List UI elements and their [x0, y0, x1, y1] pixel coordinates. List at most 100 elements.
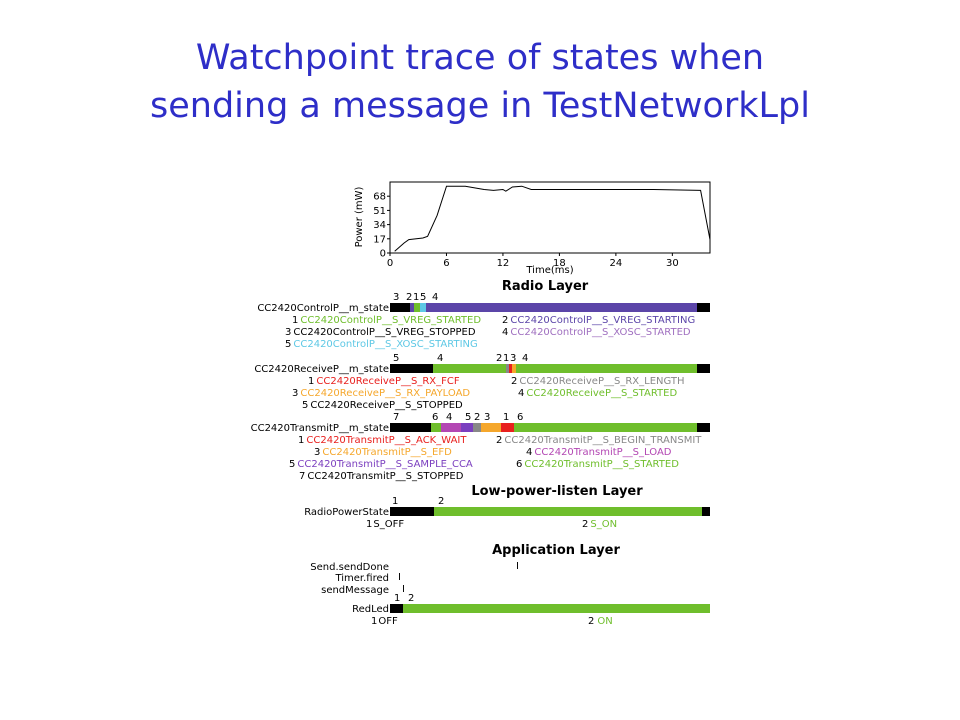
x-tick-label: 12 — [497, 258, 510, 269]
control-seg-xosc-started — [426, 303, 697, 312]
receive-mark-1: 1 — [503, 353, 509, 364]
receive-mark-2: 2 — [496, 353, 502, 364]
radio-power-state-label: RadioPowerState — [304, 507, 389, 518]
transmit-mark-5: 5 — [465, 412, 471, 423]
led-seg-off — [390, 604, 403, 613]
y-tick-label: 68 — [373, 192, 386, 203]
transmit-seg-started-1 — [431, 423, 441, 432]
send-done-label: Send.sendDone — [310, 562, 389, 573]
red-led-label: RedLed — [352, 604, 389, 615]
transmit-seg-stopped — [390, 423, 431, 432]
transmit-seg-begin — [473, 423, 481, 432]
transmit-mark-1: 1 — [503, 412, 509, 423]
control-mark-4: 4 — [432, 292, 438, 303]
transmit-seg-ack-wait — [501, 423, 514, 432]
power-seg-end — [702, 507, 710, 516]
send-message-tick: I — [402, 584, 405, 595]
transmit-seg-load — [441, 423, 461, 432]
control-seg-started — [414, 303, 420, 312]
app-layer-heading: Application Layer — [492, 543, 620, 558]
power-y-axis-label: Power (mW) — [354, 186, 365, 247]
lpl-layer-heading: Low-power-listen Layer — [471, 484, 643, 499]
transmit-mark-2: 2 — [474, 412, 480, 423]
receive-state-label: CC2420ReceiveP__m_state — [254, 364, 389, 375]
control-mark-2: 2 — [406, 292, 412, 303]
power-mark-2: 2 — [438, 496, 444, 507]
transmit-mark-7: 7 — [393, 412, 399, 423]
power-x-axis-label: Time(ms) — [525, 265, 573, 276]
receive-seg-started-1 — [433, 364, 506, 373]
transmit-state-label: CC2420TransmitP__m_state — [251, 423, 389, 434]
power-seg-on — [434, 507, 702, 516]
control-mark-1: 1 — [413, 292, 419, 303]
send-done-tick: I — [516, 561, 519, 572]
receive-seg-end — [697, 364, 710, 373]
control-seg-end — [697, 303, 710, 312]
control-mark-3: 3 — [393, 292, 399, 303]
receive-seg-started-2 — [516, 364, 697, 373]
power-series-line — [394, 185, 711, 252]
transmit-seg-efd — [481, 423, 501, 432]
led-legend-1: 1OFF — [371, 616, 398, 627]
led-mark-2: 2 — [408, 593, 414, 604]
transmit-seg-end — [697, 423, 710, 432]
red-led-track: 1 2 RedLed — [352, 593, 710, 615]
receive-seg-rx-fcf — [509, 364, 512, 373]
x-tick-label: 30 — [666, 258, 679, 269]
led-mark-1: 1 — [394, 593, 400, 604]
x-tick-label: 6 — [443, 258, 449, 269]
transmit-mark-6b: 6 — [517, 412, 523, 423]
x-tick-label: 0 — [387, 258, 393, 269]
receive-seg-rx-length — [506, 364, 509, 373]
y-tick-label: 17 — [373, 234, 386, 245]
title-line-2: sending a message in TestNetworkLpl — [150, 86, 810, 126]
x-tick-label: 18 — [553, 258, 566, 269]
transmit-state-track: CC2420TransmitP__m_state 7 6 4 5 2 3 1 6 — [251, 412, 710, 434]
receive-mark-4a: 4 — [437, 353, 443, 364]
control-seg-xosc-starting — [420, 303, 426, 312]
power-chart-frame — [389, 181, 711, 254]
transmit-mark-6a: 6 — [432, 412, 438, 423]
receive-seg-rx-payload — [512, 364, 516, 373]
title-line-1: Watchpoint trace of states when — [195, 38, 765, 78]
transmit-seg-sample-cca — [461, 423, 473, 432]
transmit-mark-3: 3 — [484, 412, 490, 423]
send-message-label: sendMessage — [321, 585, 389, 596]
led-seg-on — [403, 604, 710, 613]
control-state-track: CC2420ControlP__m_state 3 2 1 5 4 — [257, 292, 710, 314]
transmit-mark-4: 4 — [446, 412, 452, 423]
receive-mark-5: 5 — [393, 353, 399, 364]
receive-mark-3: 3 — [510, 353, 516, 364]
timer-fired-tick: I — [398, 572, 401, 583]
control-seg-stopped — [390, 303, 410, 312]
y-tick-label: 34 — [373, 220, 386, 231]
receive-state-track: CC2420ReceiveP__m_state 5 4 2 1 3 4 — [254, 353, 710, 375]
receive-mark-4b: 4 — [522, 353, 528, 364]
control-mark-5: 5 — [420, 292, 426, 303]
power-x-ticks: 0 6 12 18 24 30 — [387, 253, 679, 269]
timer-fired-label: Timer.fired — [334, 573, 389, 584]
x-tick-label: 24 — [610, 258, 623, 269]
